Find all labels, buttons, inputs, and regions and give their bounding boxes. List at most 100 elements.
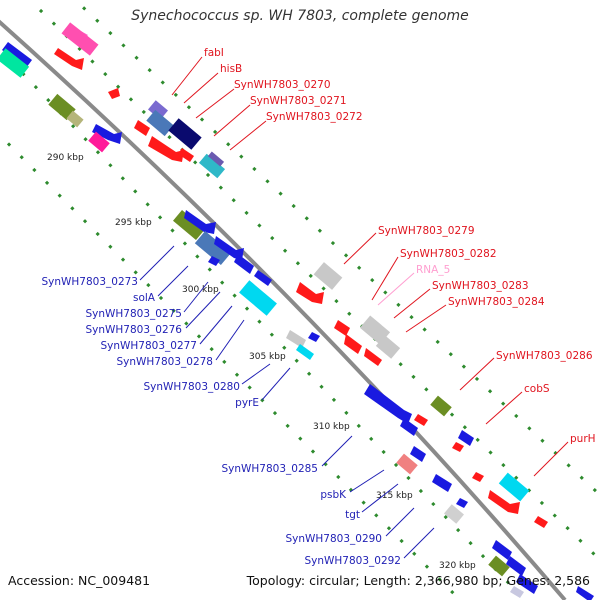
gene-label-psbk[interactable]: psbK	[320, 489, 347, 501]
leader-line	[385, 507, 415, 537]
gene-forward[interactable]	[146, 109, 174, 137]
gene-label-synwh7803-0282[interactable]: SynWH7803_0282	[400, 248, 497, 260]
gene-forward[interactable]	[488, 490, 520, 514]
gene-forward[interactable]	[364, 348, 382, 366]
gene-label-synwh7803-0280[interactable]: SynWH7803_0280	[143, 381, 240, 393]
gene-reverse[interactable]	[308, 332, 320, 342]
gene-forward[interactable]	[334, 320, 350, 336]
gene-reverse[interactable]	[400, 418, 418, 436]
gene-label-pyre[interactable]: pyrE	[235, 397, 259, 409]
leader-line	[213, 104, 251, 137]
gene-forward[interactable]	[313, 262, 343, 290]
gene-label-synwh7803-0292[interactable]: SynWH7803_0292	[304, 555, 401, 567]
tick-label-320: 320 kbp	[439, 561, 476, 571]
gene-forward[interactable]	[534, 516, 548, 528]
leader-line	[403, 527, 435, 559]
gene-forward[interactable]	[375, 335, 401, 359]
gene-reverse[interactable]	[488, 555, 510, 577]
gene-label-hisb[interactable]: hisB	[220, 63, 242, 75]
gene-reverse[interactable]	[239, 280, 277, 316]
gene-reverse[interactable]	[88, 131, 110, 153]
gene-forward[interactable]	[108, 88, 120, 99]
gene-forward[interactable]	[148, 136, 184, 162]
gene-label-purh[interactable]: purH	[570, 433, 596, 445]
gene-reverse[interactable]	[2, 42, 32, 68]
gene-forward[interactable]	[296, 282, 324, 304]
gene-forward[interactable]	[472, 472, 484, 482]
gene-label-synwh7803-0275[interactable]: SynWH7803_0275	[85, 308, 182, 320]
gene-reverse[interactable]	[364, 384, 412, 424]
gene-forward[interactable]	[576, 586, 594, 600]
gene-forward[interactable]	[148, 100, 168, 120]
gene-reverse[interactable]	[48, 93, 76, 121]
gene-label-sola[interactable]: solA	[133, 292, 156, 304]
gene-reverse[interactable]	[296, 344, 314, 360]
gene-forward[interactable]	[430, 395, 452, 417]
gene-forward[interactable]	[207, 151, 225, 167]
topology-value: Topology: circular; Length: 2,366,980 bp…	[246, 573, 590, 588]
gene-label-synwh7803-0290[interactable]: SynWH7803_0290	[285, 533, 382, 545]
gene-label-synwh7803-0272[interactable]: SynWH7803_0272	[266, 111, 363, 123]
gene-reverse[interactable]	[516, 574, 538, 594]
gene-reverse[interactable]	[396, 453, 418, 475]
gene-label-tgt[interactable]: tgt	[345, 509, 360, 521]
leader-line	[215, 319, 245, 361]
gene-reverse[interactable]	[444, 504, 464, 524]
gene-reverse[interactable]	[184, 210, 216, 234]
gene-reverse[interactable]	[92, 124, 122, 144]
topology-text: Topology: circular; Length: 2,366,980 bp…	[247, 573, 590, 588]
gene-reverse[interactable]	[234, 254, 254, 274]
gene-label-synwh7803-0279[interactable]: SynWH7803_0279	[378, 225, 475, 237]
leader-line	[393, 288, 431, 319]
gene-reverse[interactable]	[506, 556, 526, 576]
gene-label-synwh7803-0283[interactable]: SynWH7803_0283	[432, 280, 529, 292]
gene-reverse[interactable]	[456, 498, 468, 508]
gene-reverse[interactable]	[214, 236, 244, 260]
gene-label-fabi[interactable]: fabI	[204, 47, 224, 59]
gene-forward[interactable]	[61, 22, 99, 56]
gene-reverse[interactable]	[0, 48, 30, 78]
leader-line	[183, 72, 219, 104]
gene-label-synwh7803-0273[interactable]: SynWH7803_0273	[41, 276, 138, 288]
gene-forward[interactable]	[198, 153, 226, 179]
gene-reverse[interactable]	[194, 230, 232, 266]
leader-line	[185, 291, 221, 329]
reverse-strand-genes[interactable]	[0, 42, 538, 598]
gene-forward[interactable]	[134, 120, 150, 136]
gene-label-synwh7803-0278[interactable]: SynWH7803_0278	[116, 356, 213, 368]
gene-reverse[interactable]	[66, 110, 84, 128]
gene-label-synwh7803-0277[interactable]: SynWH7803_0277	[100, 340, 197, 352]
gene-forward[interactable]	[359, 315, 391, 345]
gene-forward[interactable]	[452, 442, 464, 452]
gene-forward[interactable]	[178, 148, 194, 162]
gene-label-synwh7803-0270[interactable]: SynWH7803_0270	[234, 79, 331, 91]
gene-forward[interactable]	[54, 48, 84, 70]
gene-forward[interactable]	[498, 472, 530, 502]
gene-label-synwh7803-0271[interactable]: SynWH7803_0271	[250, 95, 347, 107]
gene-forward[interactable]	[414, 414, 428, 426]
gene-label-synwh7803-0286[interactable]: SynWH7803_0286	[496, 350, 593, 362]
gene-label-synwh7803-0285[interactable]: SynWH7803_0285	[221, 463, 318, 475]
gene-label-synwh7803-0276[interactable]: SynWH7803_0276	[85, 324, 182, 336]
gene-reverse[interactable]	[492, 540, 512, 560]
gene-forward[interactable]	[168, 118, 202, 150]
gene-reverse[interactable]	[510, 586, 524, 598]
gene-reverse[interactable]	[173, 209, 205, 241]
gene-reverse[interactable]	[254, 270, 272, 286]
gene-reverse[interactable]	[410, 446, 426, 462]
leader-line	[195, 88, 235, 119]
forward-strand-genes[interactable]	[54, 22, 594, 600]
leader-line	[485, 391, 523, 425]
gene-forward[interactable]	[344, 334, 362, 354]
gene-reverse[interactable]	[286, 330, 306, 348]
gene-reverse[interactable]	[432, 474, 452, 492]
leader-line	[405, 304, 447, 333]
gene-reverse[interactable]	[208, 256, 220, 266]
gene-label-synwh7803-0284[interactable]: SynWH7803_0284	[448, 296, 545, 308]
accession-text: Accession: NC_009481	[8, 573, 150, 588]
gene-forward[interactable]	[458, 430, 474, 446]
gene-label-rna-5[interactable]: RNA_5	[416, 264, 450, 276]
leader-line	[349, 469, 385, 493]
gene-label-cobs[interactable]: cobS	[524, 383, 550, 395]
